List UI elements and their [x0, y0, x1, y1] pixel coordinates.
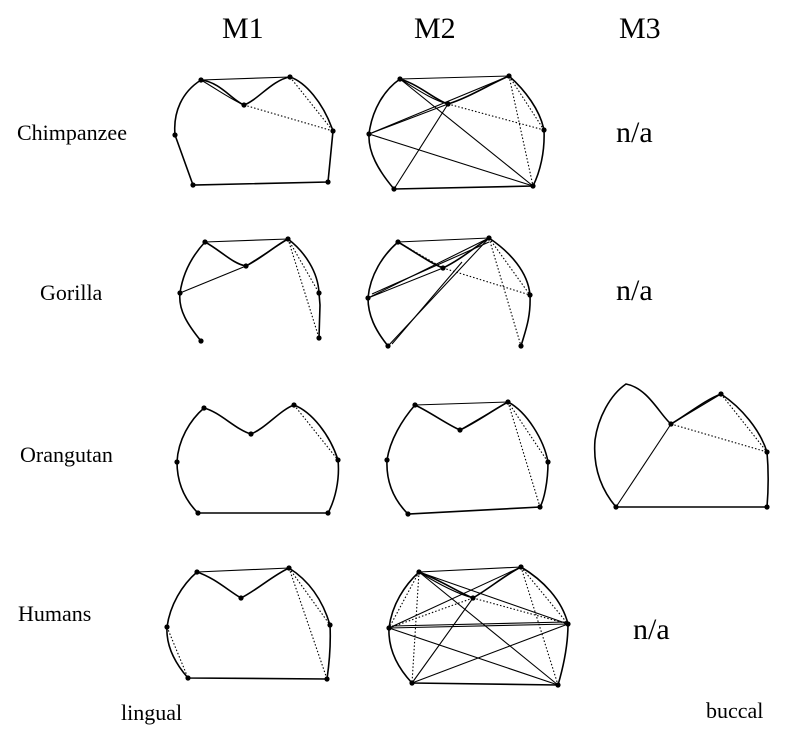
row-label-humans: Humans — [18, 601, 92, 626]
column-header-m3: M3 — [619, 12, 661, 45]
chimpanzee-m1-outline — [172, 74, 336, 188]
gorilla-m2-outline — [365, 235, 533, 349]
orangutan-m1-outline — [174, 402, 341, 516]
row-label-chimpanzee: Chimpanzee — [17, 120, 127, 145]
gorilla-m3-na: n/a — [616, 274, 653, 307]
column-header-m2: M2 — [414, 12, 456, 45]
buccal-label: buccal — [706, 698, 764, 723]
row-label-orangutan: Orangutan — [20, 442, 113, 467]
humans-m1-outline — [164, 565, 333, 682]
humans-m2-outline — [386, 564, 571, 688]
chimpanzee-m2-outline — [366, 73, 547, 192]
orangutan-m2-outline — [384, 399, 551, 517]
humans-m3-na: n/a — [633, 613, 670, 646]
lingual-label: lingual — [121, 700, 183, 725]
column-header-m1: M1 — [222, 12, 264, 45]
gorilla-m1-outline — [177, 236, 322, 344]
chimpanzee-m3-na: n/a — [616, 116, 653, 149]
row-label-gorilla: Gorilla — [40, 280, 103, 305]
orangutan-m3-outline — [593, 383, 770, 510]
